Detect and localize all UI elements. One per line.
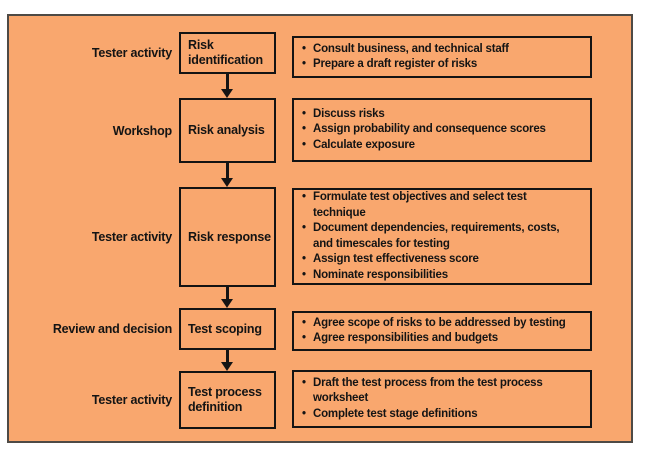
process-step-box: Test scoping	[179, 308, 276, 350]
detail-bullet-item: • Calculate exposure	[302, 138, 582, 154]
arrow-down-icon	[221, 178, 233, 187]
details-box: • Formulate test objectives and select te…	[292, 188, 592, 285]
details-box: • Draft the test process from the test pr…	[292, 370, 592, 428]
row-actor-label: Tester activity	[91, 46, 172, 60]
detail-text: Nominate responsibilities	[313, 268, 448, 281]
bullet-icon: •	[302, 42, 306, 55]
detail-text: Assign test effectiveness score	[313, 253, 479, 265]
bullet-icon: •	[302, 107, 306, 120]
detail-text: Prepare a draft register of risks	[313, 58, 478, 70]
detail-bullet-item: • Discuss risks	[302, 107, 582, 123]
process-step-box: Test process definition	[179, 371, 276, 429]
arrow-stem	[225, 350, 229, 362]
flow-arrow	[216, 350, 238, 371]
detail-text: Calculate exposure	[313, 138, 415, 151]
arrow-stem	[225, 163, 229, 178]
details-box: • Agree scope of risks to be addressed by…	[292, 311, 592, 351]
detail-bullet-item: • Formulate test objectives and select te…	[302, 190, 582, 221]
row-actor-label: Tester activity	[91, 230, 172, 244]
detail-bullet-item: • Complete test stage definitions	[302, 407, 582, 423]
row-actor-label: Tester activity	[91, 393, 172, 407]
detail-text: Draft the test process from the test pro…	[313, 376, 543, 405]
process-step-box: Risk analysis	[179, 98, 276, 163]
detail-text: Formulate test objectives and select tes…	[313, 191, 527, 219]
process-step-box: Risk identification	[179, 32, 276, 74]
details-list: • Consult business, and technical staff • P…	[302, 42, 582, 73]
bullet-icon: •	[302, 407, 306, 420]
detail-text: Complete test stage definitions	[313, 407, 478, 420]
detail-bullet-item: • Document dependencies, requirements, co…	[302, 221, 582, 252]
detail-bullet-item: • Agree responsibilities and budgets	[302, 331, 582, 347]
detail-text: Discuss risks	[313, 107, 385, 120]
detail-text: Document dependencies, requirements, cos…	[313, 222, 560, 250]
row-actor-label: Workshop	[112, 123, 172, 138]
flow-arrow	[216, 163, 238, 187]
bullet-icon: •	[302, 138, 306, 151]
detail-text: Assign probability and consequence score…	[313, 123, 546, 136]
details-list: • Draft the test process from the test pr…	[302, 376, 582, 423]
detail-bullet-item: • Draft the test process from the test pr…	[302, 376, 582, 407]
detail-bullet-item: • Consult business, and technical staff	[302, 42, 582, 58]
bullet-icon: •	[302, 222, 306, 234]
detail-text: Consult business, and technical staff	[313, 42, 509, 55]
detail-bullet-item: • Prepare a draft register of risks	[302, 57, 582, 73]
arrow-down-icon	[221, 299, 233, 308]
row-actor-label: Review and decision	[52, 322, 172, 336]
bullet-icon: •	[302, 316, 306, 329]
process-step-box: Risk response	[179, 187, 276, 287]
bullet-icon: •	[302, 268, 306, 281]
detail-bullet-item: • Agree scope of risks to be addressed by…	[302, 316, 582, 332]
bullet-icon: •	[302, 58, 306, 70]
details-list: • Agree scope of risks to be addressed by…	[302, 316, 582, 347]
detail-text: Agree responsibilities and budgets	[313, 332, 498, 344]
detail-bullet-item: • Assign probability and consequence scor…	[302, 122, 582, 138]
detail-text: Agree scope of risks to be addressed by …	[313, 316, 566, 329]
arrow-down-icon	[221, 362, 233, 371]
bullet-icon: •	[302, 123, 306, 136]
details-box: • Consult business, and technical staff • P…	[292, 36, 592, 78]
bullet-icon: •	[302, 253, 306, 265]
arrow-stem	[225, 287, 229, 299]
flow-arrow	[216, 287, 238, 308]
details-list: • Formulate test objectives and select te…	[302, 190, 582, 283]
bullet-icon: •	[302, 376, 306, 389]
arrow-down-icon	[221, 89, 233, 98]
details-box: • Discuss risks • Assign probability and co…	[292, 98, 592, 162]
bullet-icon: •	[302, 332, 306, 344]
bullet-icon: •	[302, 191, 306, 203]
arrow-stem	[225, 74, 229, 89]
detail-bullet-item: • Assign test effectiveness score	[302, 252, 582, 268]
details-list: • Discuss risks • Assign probability and co…	[302, 107, 582, 154]
detail-bullet-item: • Nominate responsibilities	[302, 268, 582, 284]
flow-arrow	[216, 74, 238, 98]
